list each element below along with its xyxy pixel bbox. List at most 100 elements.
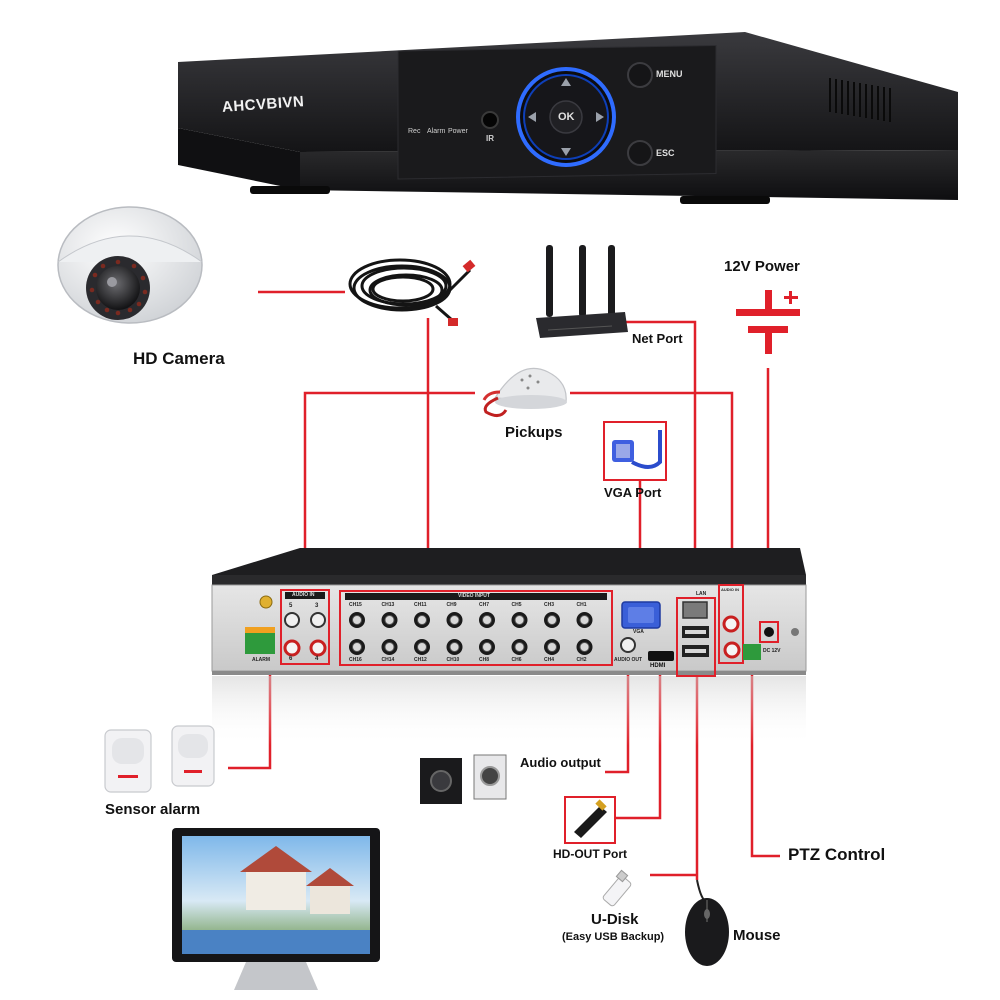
audio-out-port bbox=[620, 637, 636, 653]
bnc-port-ch6-center bbox=[514, 642, 525, 652]
ok-label: OK bbox=[558, 111, 575, 123]
monitor-icon bbox=[172, 828, 380, 990]
audio-in2-port-group bbox=[718, 584, 761, 664]
front-vents bbox=[829, 78, 891, 122]
bnc-port-ch8-center bbox=[482, 642, 492, 652]
mouse-icon bbox=[685, 879, 729, 966]
power-label: 12V Power bbox=[724, 258, 800, 275]
audio-in-ch-4: 4 bbox=[315, 656, 319, 662]
bnc-port-ch9-center bbox=[449, 615, 460, 625]
video-ch-label-ch11: CH11 bbox=[414, 602, 427, 608]
wire-router-lan bbox=[625, 320, 697, 596]
indicator-power: Power bbox=[448, 128, 468, 135]
router-icon bbox=[536, 245, 628, 338]
arrow-up-icon[interactable] bbox=[561, 78, 571, 86]
video-ch-label-ch10: CH10 bbox=[446, 657, 460, 663]
bnc-port-ch12-center bbox=[417, 642, 427, 652]
hd-camera-label: HD Camera bbox=[133, 349, 225, 368]
alarm-label: ALARM bbox=[252, 657, 271, 663]
bnc-port-ch10-center bbox=[449, 642, 460, 652]
bnc-port-ch13-center bbox=[384, 615, 395, 625]
indicator-alarm: Alarm bbox=[427, 128, 446, 135]
audio-in-ch-3: 3 bbox=[315, 603, 319, 609]
bnc-port-ch7-center bbox=[482, 615, 492, 625]
bnc-port-ch2-center bbox=[579, 642, 590, 652]
menu-button[interactable] bbox=[627, 62, 653, 88]
video-ch-label-ch9: CH9 bbox=[446, 602, 457, 608]
dc-power-jack bbox=[759, 621, 799, 643]
ir-label: IR bbox=[486, 134, 494, 143]
video-ch-label-ch5: CH5 bbox=[511, 602, 522, 608]
bnc-port-ch16-center bbox=[352, 642, 362, 652]
power-symbol-icon bbox=[736, 290, 800, 354]
video-ch-label-ch16: CH16 bbox=[349, 657, 362, 663]
audio-output-label: Audio output bbox=[520, 755, 601, 770]
bnc-port-ch3-center bbox=[547, 615, 557, 625]
video-ch-label-ch6: CH6 bbox=[511, 657, 522, 663]
audio-out-label: AUDIO OUT bbox=[614, 657, 643, 663]
ir-sensor bbox=[481, 111, 499, 129]
ok-button[interactable] bbox=[549, 100, 583, 134]
video-ch-label-ch15: CH15 bbox=[349, 602, 362, 608]
u-disk-label: U-Disk bbox=[591, 911, 639, 928]
video-ch-label-ch12: CH12 bbox=[414, 657, 427, 663]
hdmi-label: HDMI bbox=[650, 663, 666, 669]
lan-label: LAN bbox=[696, 591, 707, 597]
bnc-port-ch14-center bbox=[384, 642, 395, 652]
audio-in-ch-6: 6 bbox=[289, 656, 293, 662]
lan-usb-port-group bbox=[676, 597, 716, 677]
dvr-front-unit bbox=[178, 32, 958, 204]
arrow-right-icon[interactable] bbox=[596, 112, 604, 122]
vga-label: VGA bbox=[633, 629, 644, 635]
video-ch-label-ch3: CH3 bbox=[544, 602, 555, 608]
video-ch-label-ch8: CH8 bbox=[479, 657, 490, 663]
net-port-label: Net Port bbox=[632, 331, 683, 346]
arrow-left-icon[interactable] bbox=[528, 112, 536, 122]
hdmi-port bbox=[648, 651, 674, 661]
video-ch-label-ch13: CH13 bbox=[381, 602, 395, 608]
video-ch-label-ch2: CH2 bbox=[576, 657, 587, 663]
vga-port bbox=[621, 601, 661, 629]
video-input-title: VIDEO INPUT bbox=[458, 593, 490, 599]
pickup-microphone-icon bbox=[482, 367, 567, 417]
video-input-port-group bbox=[339, 590, 613, 666]
esc-label: ESC bbox=[656, 148, 675, 158]
wire-pickups-audio-in2 bbox=[570, 391, 734, 588]
dc-label: DC 12V bbox=[763, 648, 781, 654]
arrow-down-icon[interactable] bbox=[561, 148, 571, 156]
bnc-port-ch15-center bbox=[352, 615, 362, 625]
video-ch-label-ch7: CH7 bbox=[479, 602, 490, 608]
indicator-rec: Rec bbox=[408, 128, 421, 135]
speakers-icon bbox=[420, 754, 507, 804]
audio-in-port-group bbox=[280, 589, 330, 665]
bnc-port-ch5-center bbox=[514, 615, 525, 625]
bnc-port-ch11-center bbox=[417, 615, 427, 625]
hd-camera-icon bbox=[57, 206, 203, 324]
audio-in-ch-5: 5 bbox=[289, 603, 293, 609]
wire-pickups-audio-in bbox=[303, 391, 475, 590]
audio-in2-title: AUDIO IN bbox=[721, 587, 739, 592]
coax-cable-icon bbox=[348, 258, 472, 322]
alarm-terminal bbox=[245, 595, 275, 654]
ptz-control-label: PTZ Control bbox=[788, 845, 886, 864]
menu-label: MENU bbox=[656, 69, 683, 79]
u-disk-note: (Easy USB Backup) bbox=[562, 931, 665, 943]
bnc-port-ch4-center bbox=[547, 642, 557, 652]
sensor-alarm-label: Sensor alarm bbox=[105, 801, 201, 818]
pickups-label: Pickups bbox=[505, 424, 563, 441]
video-ch-label-ch4: CH4 bbox=[544, 657, 555, 663]
hd-out-port-label: HD-OUT Port bbox=[553, 847, 627, 861]
audio-in-title: AUDIO IN bbox=[292, 592, 315, 598]
dvr-back-unit bbox=[211, 548, 807, 746]
bnc-port-ch1-center bbox=[579, 615, 590, 625]
motion-sensor-icon bbox=[104, 725, 215, 793]
hdmi-cable-icon bbox=[564, 796, 616, 844]
nav-pad bbox=[516, 67, 616, 167]
usb-drive-icon bbox=[602, 869, 632, 907]
vga-port-label: VGA Port bbox=[604, 485, 662, 500]
esc-button[interactable] bbox=[627, 140, 653, 166]
video-ch-label-ch14: CH14 bbox=[381, 657, 395, 663]
video-ch-label-ch1: CH1 bbox=[576, 602, 587, 608]
